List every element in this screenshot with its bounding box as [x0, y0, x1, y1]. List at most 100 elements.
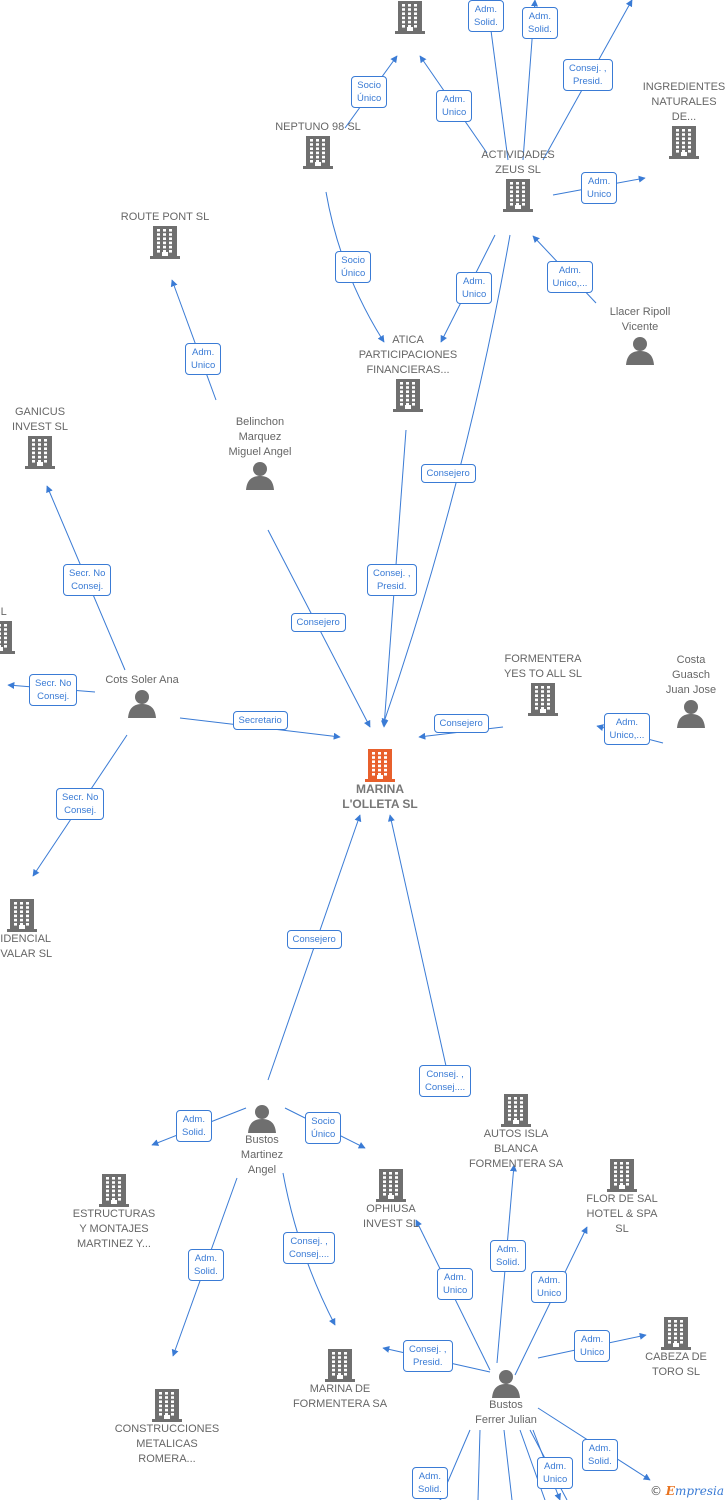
person-node-belinchon[interactable]: Belinchon Marquez Miguel Angel — [200, 415, 320, 490]
relation-label[interactable]: Consej. , Presid. — [563, 59, 613, 91]
relation-label[interactable]: Consej. , Consej.... — [283, 1232, 336, 1264]
node-label: SIDENCIAL OVALAR SL — [0, 933, 53, 960]
company-node-formentera-yes[interactable]: FORMENTERA YES TO ALL SL — [483, 652, 603, 716]
node-label: Bustos Ferrer Julian — [475, 1399, 537, 1426]
relation-edge — [170, 279, 217, 401]
person-icon — [631, 698, 728, 728]
node-label: FLOR DE SAL HOTEL & SPA SL — [586, 1193, 658, 1235]
relation-label[interactable]: Secr. No Consej. — [29, 674, 78, 706]
relation-edge — [503, 1429, 513, 1500]
relation-label[interactable]: Adm. Unico,... — [546, 261, 594, 293]
node-label: MARINA DE FORMENTERA SA — [292, 1383, 388, 1410]
relation-label[interactable]: Adm. Solid. — [582, 1439, 618, 1471]
company-node-neptuno[interactable]: NEPTUNO 98 SL — [258, 120, 378, 169]
relation-label[interactable]: Adm. Unico — [456, 272, 493, 304]
building-icon — [0, 435, 100, 469]
building-icon — [0, 898, 82, 932]
node-label: ESTRUCTURAS Y MONTAJES MARTINEZ Y... — [72, 1208, 156, 1250]
building-icon — [456, 1093, 576, 1127]
relation-label[interactable]: Consej. , Presid. — [367, 564, 417, 596]
relation-label[interactable]: Socio Único — [351, 76, 388, 108]
building-icon — [54, 1173, 174, 1207]
company-node-autos[interactable]: AUTOS ISLA BLANCA FORMENTERA SA — [456, 1093, 576, 1172]
building-icon — [350, 0, 470, 34]
relation-label[interactable]: Consejero — [290, 612, 346, 632]
relation-label[interactable]: Socio Único — [305, 1112, 342, 1144]
relation-label[interactable]: Adm. Unico — [537, 1457, 574, 1489]
relation-label[interactable]: Adm. Solid. — [188, 1249, 224, 1281]
relation-label[interactable]: Adm. Unico — [437, 1268, 474, 1300]
relation-label[interactable]: Adm. Solid. — [522, 7, 558, 39]
node-label: CABEZA DE TORO SL — [645, 1351, 707, 1378]
relation-label[interactable]: Consejero — [420, 463, 476, 483]
building-icon — [105, 225, 225, 259]
node-label: INGREDIENTES NATURALES DE... — [642, 81, 726, 123]
relation-label[interactable]: Consejero — [433, 713, 489, 733]
company-node-routepont[interactable]: ROUTE PONT SL — [105, 210, 225, 259]
company-node-atica[interactable]: ATICA PARTICIPACIONES FINANCIERAS... — [348, 333, 468, 412]
relation-label[interactable]: Adm. Solid. — [490, 1240, 526, 1272]
node-label: Belinchon Marquez Miguel Angel — [228, 416, 292, 458]
company-node-zeus[interactable]: ACTIVIDADES ZEUS SL — [458, 148, 578, 212]
node-label: FORMENTERA YES TO ALL SL — [503, 653, 583, 680]
node-label: ACTIVIDADES ZEUS SL — [481, 149, 555, 176]
node-label: ROUTE PONT SL — [120, 211, 210, 223]
building-icon — [483, 682, 603, 716]
relation-label[interactable]: Consej. , Presid. — [403, 1340, 453, 1372]
relation-label[interactable]: Secr. No Consej. — [63, 564, 112, 596]
building-icon — [562, 1158, 682, 1192]
relation-label[interactable]: Adm. Unico — [581, 172, 618, 204]
company-node-cabeza[interactable]: CABEZA DE TORO SL — [636, 1316, 716, 1380]
company-node-moraira[interactable]: MORAIRA SL — [350, 0, 470, 34]
company-node-ophiusa[interactable]: OPHIUSA INVEST SL — [331, 1168, 451, 1232]
company-node-leftsl[interactable]: SL — [0, 605, 60, 654]
company-node-ingredientes[interactable]: INGREDIENTES NATURALES DE... — [624, 80, 728, 159]
building-icon — [348, 378, 468, 412]
company-node-flordesal[interactable]: FLOR DE SAL HOTEL & SPA SL — [562, 1158, 682, 1237]
building-icon — [280, 1348, 400, 1382]
person-icon — [82, 688, 202, 718]
building-icon — [636, 1316, 716, 1350]
company-node-construcciones[interactable]: CONSTRUCCIONES METALICAS ROMERA... — [107, 1388, 227, 1467]
relation-label[interactable]: Adm. Unico — [574, 1330, 611, 1362]
relation-label[interactable]: Consejero — [286, 929, 342, 949]
node-label: Cots Soler Ana — [105, 674, 179, 686]
person-node-llacer[interactable]: Llacer Ripoll Vicente — [580, 305, 700, 365]
relation-label[interactable]: Consej. , Consej.... — [419, 1065, 472, 1097]
relation-label[interactable]: Adm. Unico — [185, 343, 222, 375]
building-icon — [0, 620, 60, 654]
relation-label[interactable]: Secretario — [232, 710, 288, 730]
empresia-logo: © Empresia — [649, 1484, 724, 1498]
relation-label[interactable]: Adm. Unico — [436, 90, 473, 122]
company-node-estructuras[interactable]: ESTRUCTURAS Y MONTAJES MARTINEZ Y... — [54, 1173, 174, 1252]
relation-edge — [387, 814, 449, 1076]
relation-label[interactable]: Secr. No Consej. — [56, 788, 105, 820]
building-icon — [107, 1388, 227, 1422]
node-label: Bustos Martinez Angel — [240, 1134, 284, 1176]
company-node-marina-form[interactable]: MARINA DE FORMENTERA SA — [280, 1348, 400, 1412]
company-node-residencial[interactable]: SIDENCIAL OVALAR SL — [0, 898, 82, 962]
person-node-cots[interactable]: Cots Soler Ana — [82, 673, 202, 718]
building-icon — [320, 748, 440, 782]
person-icon — [580, 335, 700, 365]
company-node-main[interactable]: MARINA L'OLLETA SL — [320, 748, 440, 812]
person-node-bustos-fj[interactable]: Bustos Ferrer Julian — [446, 1368, 566, 1428]
person-node-bustos-ma[interactable]: Bustos Martinez Angel — [202, 1103, 322, 1178]
relation-edge — [381, 234, 511, 726]
relation-label[interactable]: Adm. Unico,... — [603, 713, 651, 745]
building-icon — [258, 135, 378, 169]
relation-label[interactable]: Adm. Solid. — [412, 1467, 448, 1499]
relation-label[interactable]: Adm. Unico — [531, 1271, 568, 1303]
node-label: ATICA PARTICIPACIONES FINANCIERAS... — [358, 334, 458, 376]
relation-label[interactable]: Adm. Solid. — [176, 1110, 212, 1142]
relation-label[interactable]: Socio Único — [335, 251, 372, 283]
relation-label[interactable]: Adm. Solid. — [468, 0, 504, 32]
node-label: CONSTRUCCIONES METALICAS ROMERA... — [114, 1423, 220, 1465]
person-node-costa[interactable]: Costa Guasch Juan Jose — [631, 653, 728, 728]
building-icon — [458, 178, 578, 212]
person-icon — [200, 460, 320, 490]
node-label: SL — [0, 606, 7, 618]
company-node-ganicus[interactable]: GANICUS INVEST SL — [0, 405, 100, 469]
building-icon — [331, 1168, 451, 1202]
